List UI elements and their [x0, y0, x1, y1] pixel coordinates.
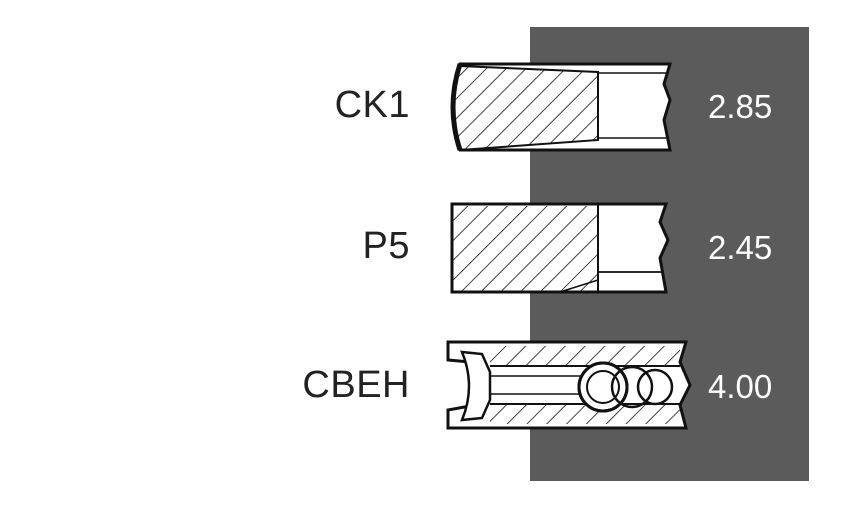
ring-label-ck1: CK1: [334, 84, 410, 126]
ring-value-ck1: 2.85: [708, 88, 773, 125]
ring-label-p5: P5: [362, 225, 410, 267]
ring-profile-p5: [450, 202, 670, 294]
ring-label-cbeh: CBEH: [302, 364, 410, 406]
ring-value-cbeh: 4.00: [708, 368, 773, 405]
ring-profile-cbeh: [446, 340, 692, 430]
ring-value-p5: 2.45: [708, 229, 773, 266]
ring-profile-ck1: [450, 62, 673, 152]
